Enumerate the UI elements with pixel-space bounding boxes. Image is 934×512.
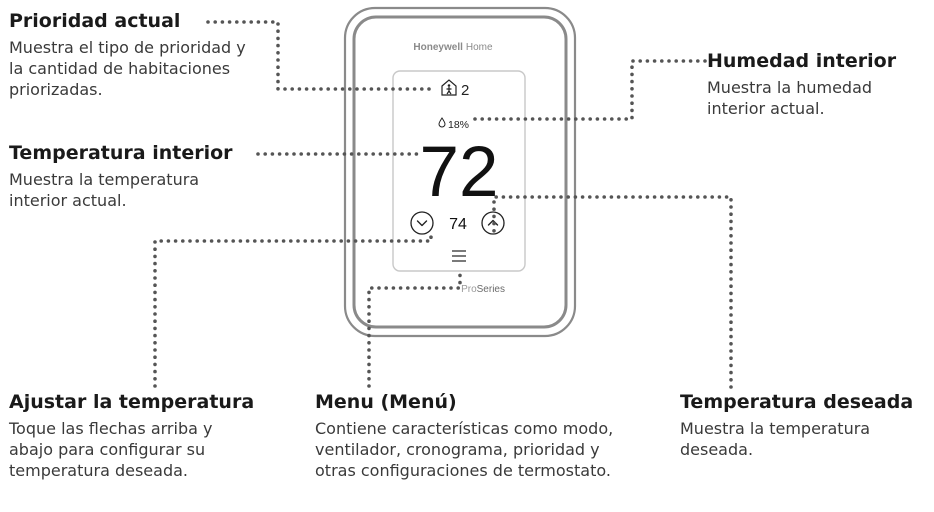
callout-desc: Muestra la temperatura deseada.	[680, 419, 871, 459]
drop-icon	[438, 117, 446, 128]
chevron-down-icon	[416, 220, 428, 227]
callout-title: Prioridad actual	[9, 10, 181, 32]
priority-rooms-count: 2	[461, 82, 469, 99]
callout-desc: Muestra la humedad interior actual.	[707, 78, 873, 118]
priority-indicator: 2	[441, 79, 469, 99]
callout-setpoint: Temperatura deseada Muestra la temperatu…	[680, 391, 930, 460]
callout-title: Temperatura interior	[9, 142, 233, 164]
leader-humidity	[473, 59, 707, 121]
chevron-up-icon	[487, 219, 499, 226]
leader-menu	[367, 268, 462, 388]
callout-title: Ajustar la temperatura	[9, 391, 255, 413]
leader-setpoint	[492, 195, 733, 389]
callout-title: Humedad interior	[707, 50, 897, 72]
home-person-icon	[441, 79, 457, 96]
callout-desc: Toque las flechas arriba y abajo para co…	[9, 419, 213, 480]
callout-title: Menu (Menú)	[315, 391, 457, 413]
callout-humidity: Humedad interior Muestra la humedad inte…	[707, 50, 929, 119]
leader-adjust	[153, 231, 433, 388]
temp-down-button[interactable]	[410, 211, 434, 235]
callout-menu: Menu (Menú) Contiene características com…	[315, 391, 655, 481]
callout-desc: Contiene características como modo, vent…	[315, 419, 614, 480]
series-logo: ProSeries	[461, 284, 505, 295]
hamburger-menu-icon	[452, 250, 466, 262]
callout-desc: Muestra el tipo de prioridad y la cantid…	[9, 38, 246, 99]
callout-title: Temperatura deseada	[680, 391, 914, 413]
setpoint-value: 74	[449, 216, 467, 233]
callout-indoor-temp: Temperatura interior Muestra la temperat…	[9, 142, 259, 211]
callout-desc: Muestra la temperatura interior actual.	[9, 170, 200, 210]
humidity-value: 18%	[448, 119, 469, 131]
indoor-temperature: 72	[420, 133, 499, 212]
callout-priority: Prioridad actual Muestra el tipo de prio…	[9, 10, 269, 100]
leader-priority	[206, 20, 438, 91]
callout-adjust: Ajustar la temperatura Toque las flechas…	[9, 391, 279, 481]
menu-button[interactable]	[448, 247, 470, 265]
humidity-indicator: 18%	[438, 117, 469, 131]
